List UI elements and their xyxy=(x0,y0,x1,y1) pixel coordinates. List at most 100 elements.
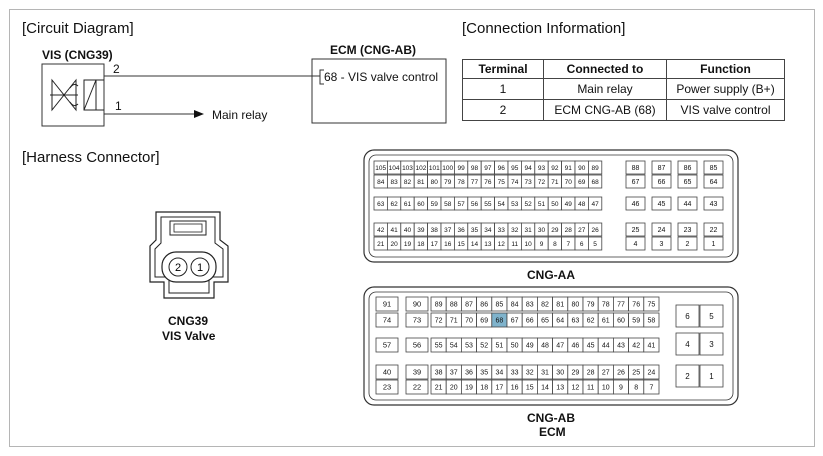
connector-pin-number: 99 xyxy=(457,165,465,172)
connector-pin-number: 79 xyxy=(444,179,452,186)
connector-pin-number: 81 xyxy=(417,179,425,186)
connector-pin-number: 8 xyxy=(634,385,638,392)
connector-pin-number: 90 xyxy=(578,165,586,172)
cell-terminal: 2 xyxy=(462,99,544,121)
connector-pin-box xyxy=(699,304,724,328)
connector-pin-number: 15 xyxy=(526,385,534,392)
connector-pin-number: 18 xyxy=(480,385,488,392)
connector-pin-number: 52 xyxy=(480,343,488,350)
connector-pin-number: 85 xyxy=(496,302,504,309)
connector-pin-number: 76 xyxy=(484,179,492,186)
connector-pin-number: 31 xyxy=(524,227,532,234)
connector-pin-box xyxy=(677,174,698,189)
connector-pin-number: 89 xyxy=(591,165,599,172)
connector-pin-box xyxy=(643,364,660,380)
connector-pin-number: 59 xyxy=(431,201,439,208)
cell-function: VIS valve control xyxy=(666,99,785,121)
cng-aa-caption: CNG-AA xyxy=(527,268,575,282)
cng-ab-subcaption: ECM xyxy=(539,425,566,439)
ecm-title: ECM (CNG-AB) xyxy=(330,43,416,57)
connector-pin-number: 43 xyxy=(710,201,718,208)
connector-pin-number: 8 xyxy=(553,241,557,248)
connector-pin-number: 60 xyxy=(417,201,425,208)
connector-pin-number: 53 xyxy=(465,343,473,350)
connector-pin-box xyxy=(677,236,698,251)
connector-pin-number: 11 xyxy=(587,385,594,392)
connector-pin-number: 41 xyxy=(648,343,656,350)
cng39-subcaption: VIS Valve xyxy=(162,329,216,343)
connector-pin-number: 62 xyxy=(390,201,398,208)
connector-pin-number: 5 xyxy=(709,312,714,321)
connector-pin-number: 29 xyxy=(551,227,559,234)
connector-pin-number: 40 xyxy=(383,368,391,377)
connector-pin-box xyxy=(651,174,672,189)
connector-pin-box xyxy=(651,196,672,211)
connector-pin-number: 36 xyxy=(465,370,473,377)
connector-pin-number: 26 xyxy=(617,370,625,377)
connector-pin-box xyxy=(375,364,399,380)
connector-pin-number: 29 xyxy=(572,370,580,377)
connector-pin-number: 45 xyxy=(587,343,595,350)
connector-pin-number: 23 xyxy=(684,227,692,234)
connector-pin-number: 78 xyxy=(457,179,465,186)
connector-pin-box xyxy=(677,222,698,237)
connector-pin-number: 3 xyxy=(660,241,664,248)
table-row: 2 ECM CNG-AB (68) VIS valve control xyxy=(462,99,785,121)
connector-pin-number: 33 xyxy=(511,370,519,377)
connector-pin-number: 85 xyxy=(710,165,718,172)
connector-pin-number: 98 xyxy=(471,165,479,172)
connector-pin-number: 5 xyxy=(593,241,597,248)
connector-pin-number: 79 xyxy=(587,302,595,309)
connector-pin-number: 21 xyxy=(377,241,385,248)
connector-pin-number: 43 xyxy=(617,343,625,350)
connector-pin-number: 55 xyxy=(435,343,443,350)
connector-pin-number: 63 xyxy=(572,318,580,325)
connector-pin-box xyxy=(675,364,700,388)
connector-pin-box xyxy=(588,236,603,251)
connector-pin-number: 9 xyxy=(619,385,623,392)
connector-pin-number: 4 xyxy=(634,241,638,248)
pin-1-label: 1 xyxy=(115,99,122,113)
connector-pin-number: 48 xyxy=(541,343,549,350)
connector-pin-number: 30 xyxy=(556,370,564,377)
diagram-frame xyxy=(9,9,815,447)
connector-pin-number: 35 xyxy=(471,227,479,234)
connector-pin-number: 46 xyxy=(572,343,580,350)
connector-pin-number: 86 xyxy=(480,302,488,309)
connector-pin-number: 74 xyxy=(383,316,391,325)
connector-pin-number: 45 xyxy=(658,201,666,208)
connector-pin-number: 44 xyxy=(602,343,610,350)
connector-pin-number: 75 xyxy=(498,179,506,186)
connector-pin-number: 17 xyxy=(496,385,504,392)
connector-pin-number: 90 xyxy=(413,300,421,309)
connector-pin-number: 76 xyxy=(632,302,640,309)
connector-pin-number: 2 xyxy=(685,372,690,381)
connector-pin-number: 69 xyxy=(480,318,488,325)
connector-pin-number: 74 xyxy=(511,179,519,186)
connector-pin-number: 21 xyxy=(435,385,443,392)
connector-pin-number: 66 xyxy=(658,179,666,186)
connector-pin-number: 49 xyxy=(526,343,534,350)
connector-pin-number: 26 xyxy=(591,227,599,234)
connector-pin-box xyxy=(703,160,724,175)
harness-connector-heading: [Harness Connector] xyxy=(22,149,160,166)
connector-pin-number: 75 xyxy=(648,302,656,309)
header-connected-to: Connected to xyxy=(543,59,667,79)
ecm-pin-text: 68 - VIS valve control xyxy=(324,70,439,84)
connector-pin-number: 36 xyxy=(457,227,465,234)
connector-pin-number: 10 xyxy=(602,385,610,392)
connector-pin-box xyxy=(625,160,646,175)
connector-pin-number: 41 xyxy=(390,227,398,234)
connector-pin-number: 37 xyxy=(450,370,458,377)
connector-pin-box xyxy=(625,222,646,237)
connector-pin-number: 17 xyxy=(431,241,439,248)
connector-pin-number: 91 xyxy=(383,300,391,309)
connector-pin-box xyxy=(699,364,724,388)
connector-pin-number: 57 xyxy=(457,201,465,208)
connector-pin-number: 13 xyxy=(484,241,492,248)
connector-pin-box xyxy=(703,236,724,251)
connector-pin-number: 2 xyxy=(686,241,690,248)
connector-pin-box xyxy=(675,304,700,328)
